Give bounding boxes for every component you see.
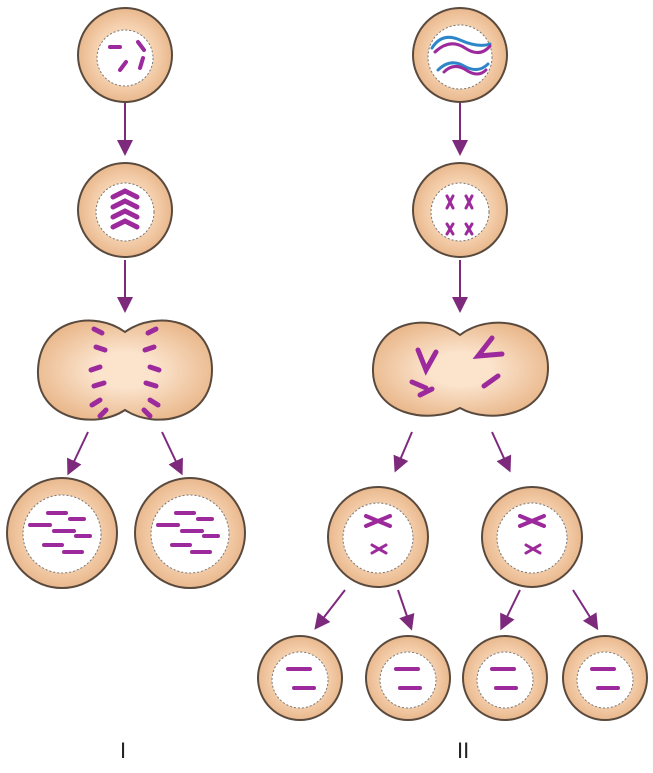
- cell-ii-2: [412, 162, 508, 258]
- cell-i-2: [77, 162, 173, 258]
- chromosome-group: [108, 40, 146, 72]
- cell-i-3-dividing: [36, 319, 214, 421]
- cell-ii-5-1: [257, 635, 343, 721]
- panel-i: [6, 7, 246, 589]
- daughter-cell-i-right: [134, 477, 246, 589]
- chromosome-group: [110, 188, 140, 230]
- cell-ii-3-dividing: [371, 321, 550, 417]
- arrow-ii-3b: [491, 431, 512, 473]
- cell-i-1: [77, 7, 173, 103]
- arrow-ii-3a: [393, 431, 413, 473]
- arrow-ii-4a: [314, 589, 346, 630]
- arrow-ii-4c: [500, 589, 521, 631]
- panel-ii: [257, 7, 648, 721]
- chromosome-group: [88, 326, 162, 419]
- panel-label-ii: II: [457, 738, 470, 763]
- cell-ii-5-4: [562, 635, 648, 721]
- cell-ii-1: [412, 7, 508, 103]
- panel-label-i: I: [120, 738, 127, 763]
- chromosome-group: [409, 335, 505, 398]
- dna-strands: [430, 35, 492, 76]
- cell-ii-4-right: [481, 486, 583, 588]
- arrow-ii-4b: [397, 589, 415, 631]
- arrow-i-3a: [67, 431, 89, 476]
- cell-ii-5-2: [365, 635, 451, 721]
- chromosome-group: [445, 194, 474, 236]
- cell-ii-4-left: [327, 486, 429, 588]
- arrow-ii-4d: [572, 589, 599, 631]
- cell-ii-5-3: [462, 635, 548, 721]
- arrow-i-3b: [161, 431, 183, 476]
- daughter-cell-i-left: [6, 477, 118, 589]
